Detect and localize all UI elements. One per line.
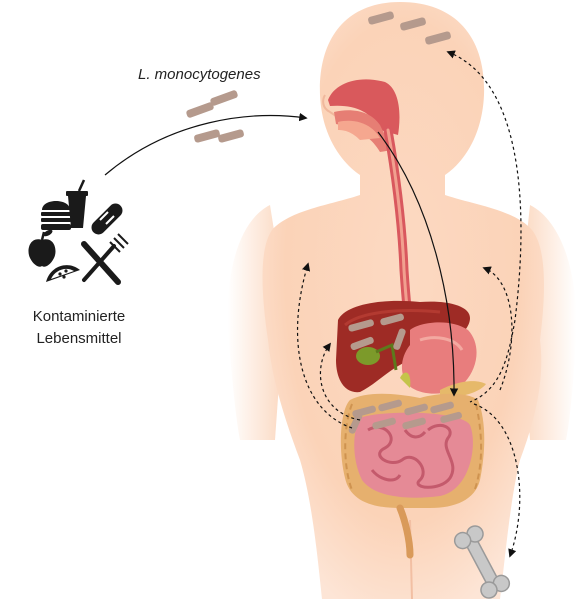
food-label-line2: Lebensmittel (4, 328, 154, 350)
watermelon-icon (46, 265, 80, 282)
food-label-line1: Kontaminierte (4, 306, 154, 328)
bacteria-icon (185, 101, 214, 118)
bacteria-icon (209, 89, 238, 106)
food-icon (29, 180, 129, 282)
bacteria-icon (193, 129, 220, 143)
gallbladder (356, 347, 380, 365)
food-label: Kontaminierte Lebensmittel (4, 306, 154, 350)
bacteria-icon (217, 129, 244, 143)
burger-icon (41, 201, 71, 230)
arrow-food-to-mouth (105, 116, 306, 175)
bacteria-label: L. monocytogenes (138, 66, 261, 83)
fork-knife-icon (84, 234, 128, 282)
bread-icon (89, 201, 126, 238)
bacteria-group-air (185, 89, 244, 143)
apple-icon (29, 228, 56, 266)
